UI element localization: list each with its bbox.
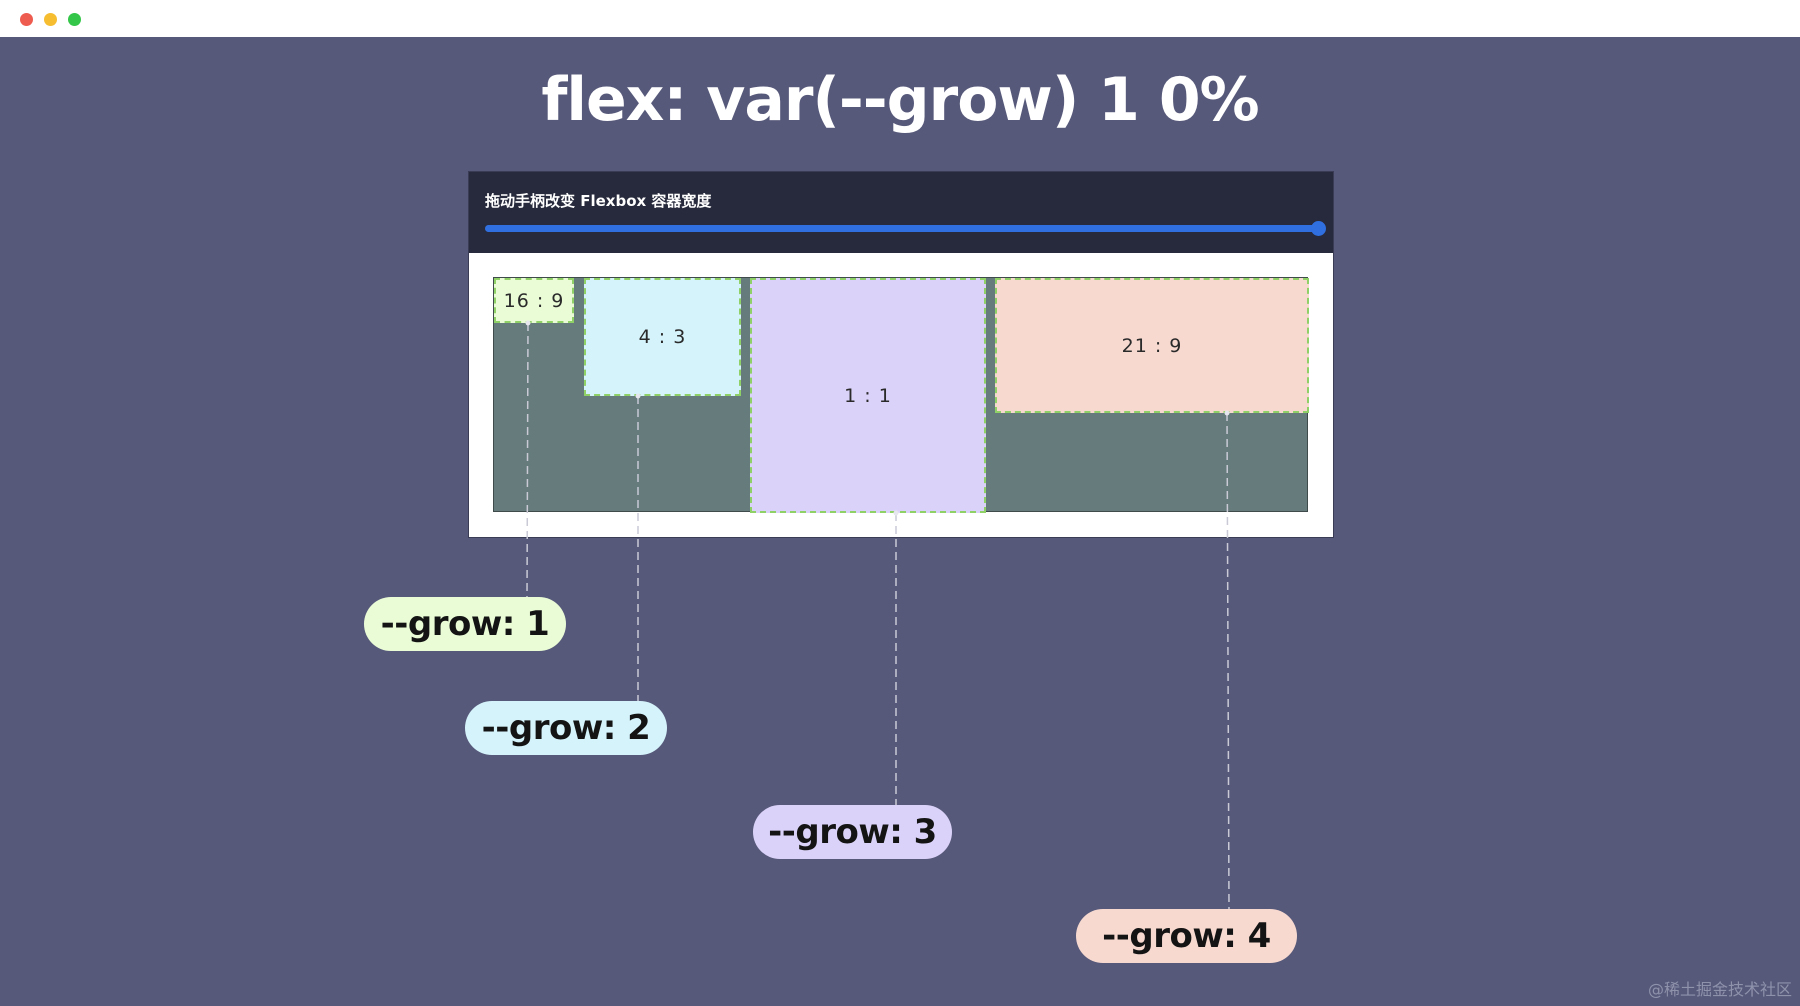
grow-label-2: --grow: 2 [465,701,667,755]
slider-label: 拖动手柄改变 Flexbox 容器宽度 [485,192,712,210]
flex-item-4: 21 : 9 [995,278,1309,413]
aspect-ratio-label: 21 : 9 [1121,334,1183,357]
flex-item-3: 1 : 1 [750,278,986,513]
slider-handle[interactable] [1311,221,1326,236]
flex-container: 16 : 9 4 : 3 1 : 1 21 : 9 [493,277,1309,513]
minimize-window-button[interactable] [44,13,57,26]
aspect-ratio-label: 1 : 1 [844,384,892,407]
demo-header: 拖动手柄改变 Flexbox 容器宽度 [469,172,1333,253]
width-slider[interactable] [485,221,1326,236]
aspect-ratio-label: 16 : 9 [503,289,565,312]
grow-label-3: --grow: 3 [753,805,952,859]
watermark: @稀土掘金技术社区 [1647,980,1792,999]
flex-item-1: 16 : 9 [494,278,574,323]
window-titlebar [0,0,1800,37]
demo-window: 拖动手柄改变 Flexbox 容器宽度 16 : 9 4 : 3 1 : 1 2… [469,172,1333,537]
close-window-button[interactable] [20,13,33,26]
page-title: flex: var(--grow) 1 0% [541,65,1259,135]
grow-label-1: --grow: 1 [364,597,566,651]
flex-item-2: 4 : 3 [584,278,741,396]
slider-fill [485,225,1318,232]
grow-label-4: --grow: 4 [1076,909,1297,963]
zoom-window-button[interactable] [68,13,81,26]
aspect-ratio-label: 4 : 3 [638,326,687,348]
